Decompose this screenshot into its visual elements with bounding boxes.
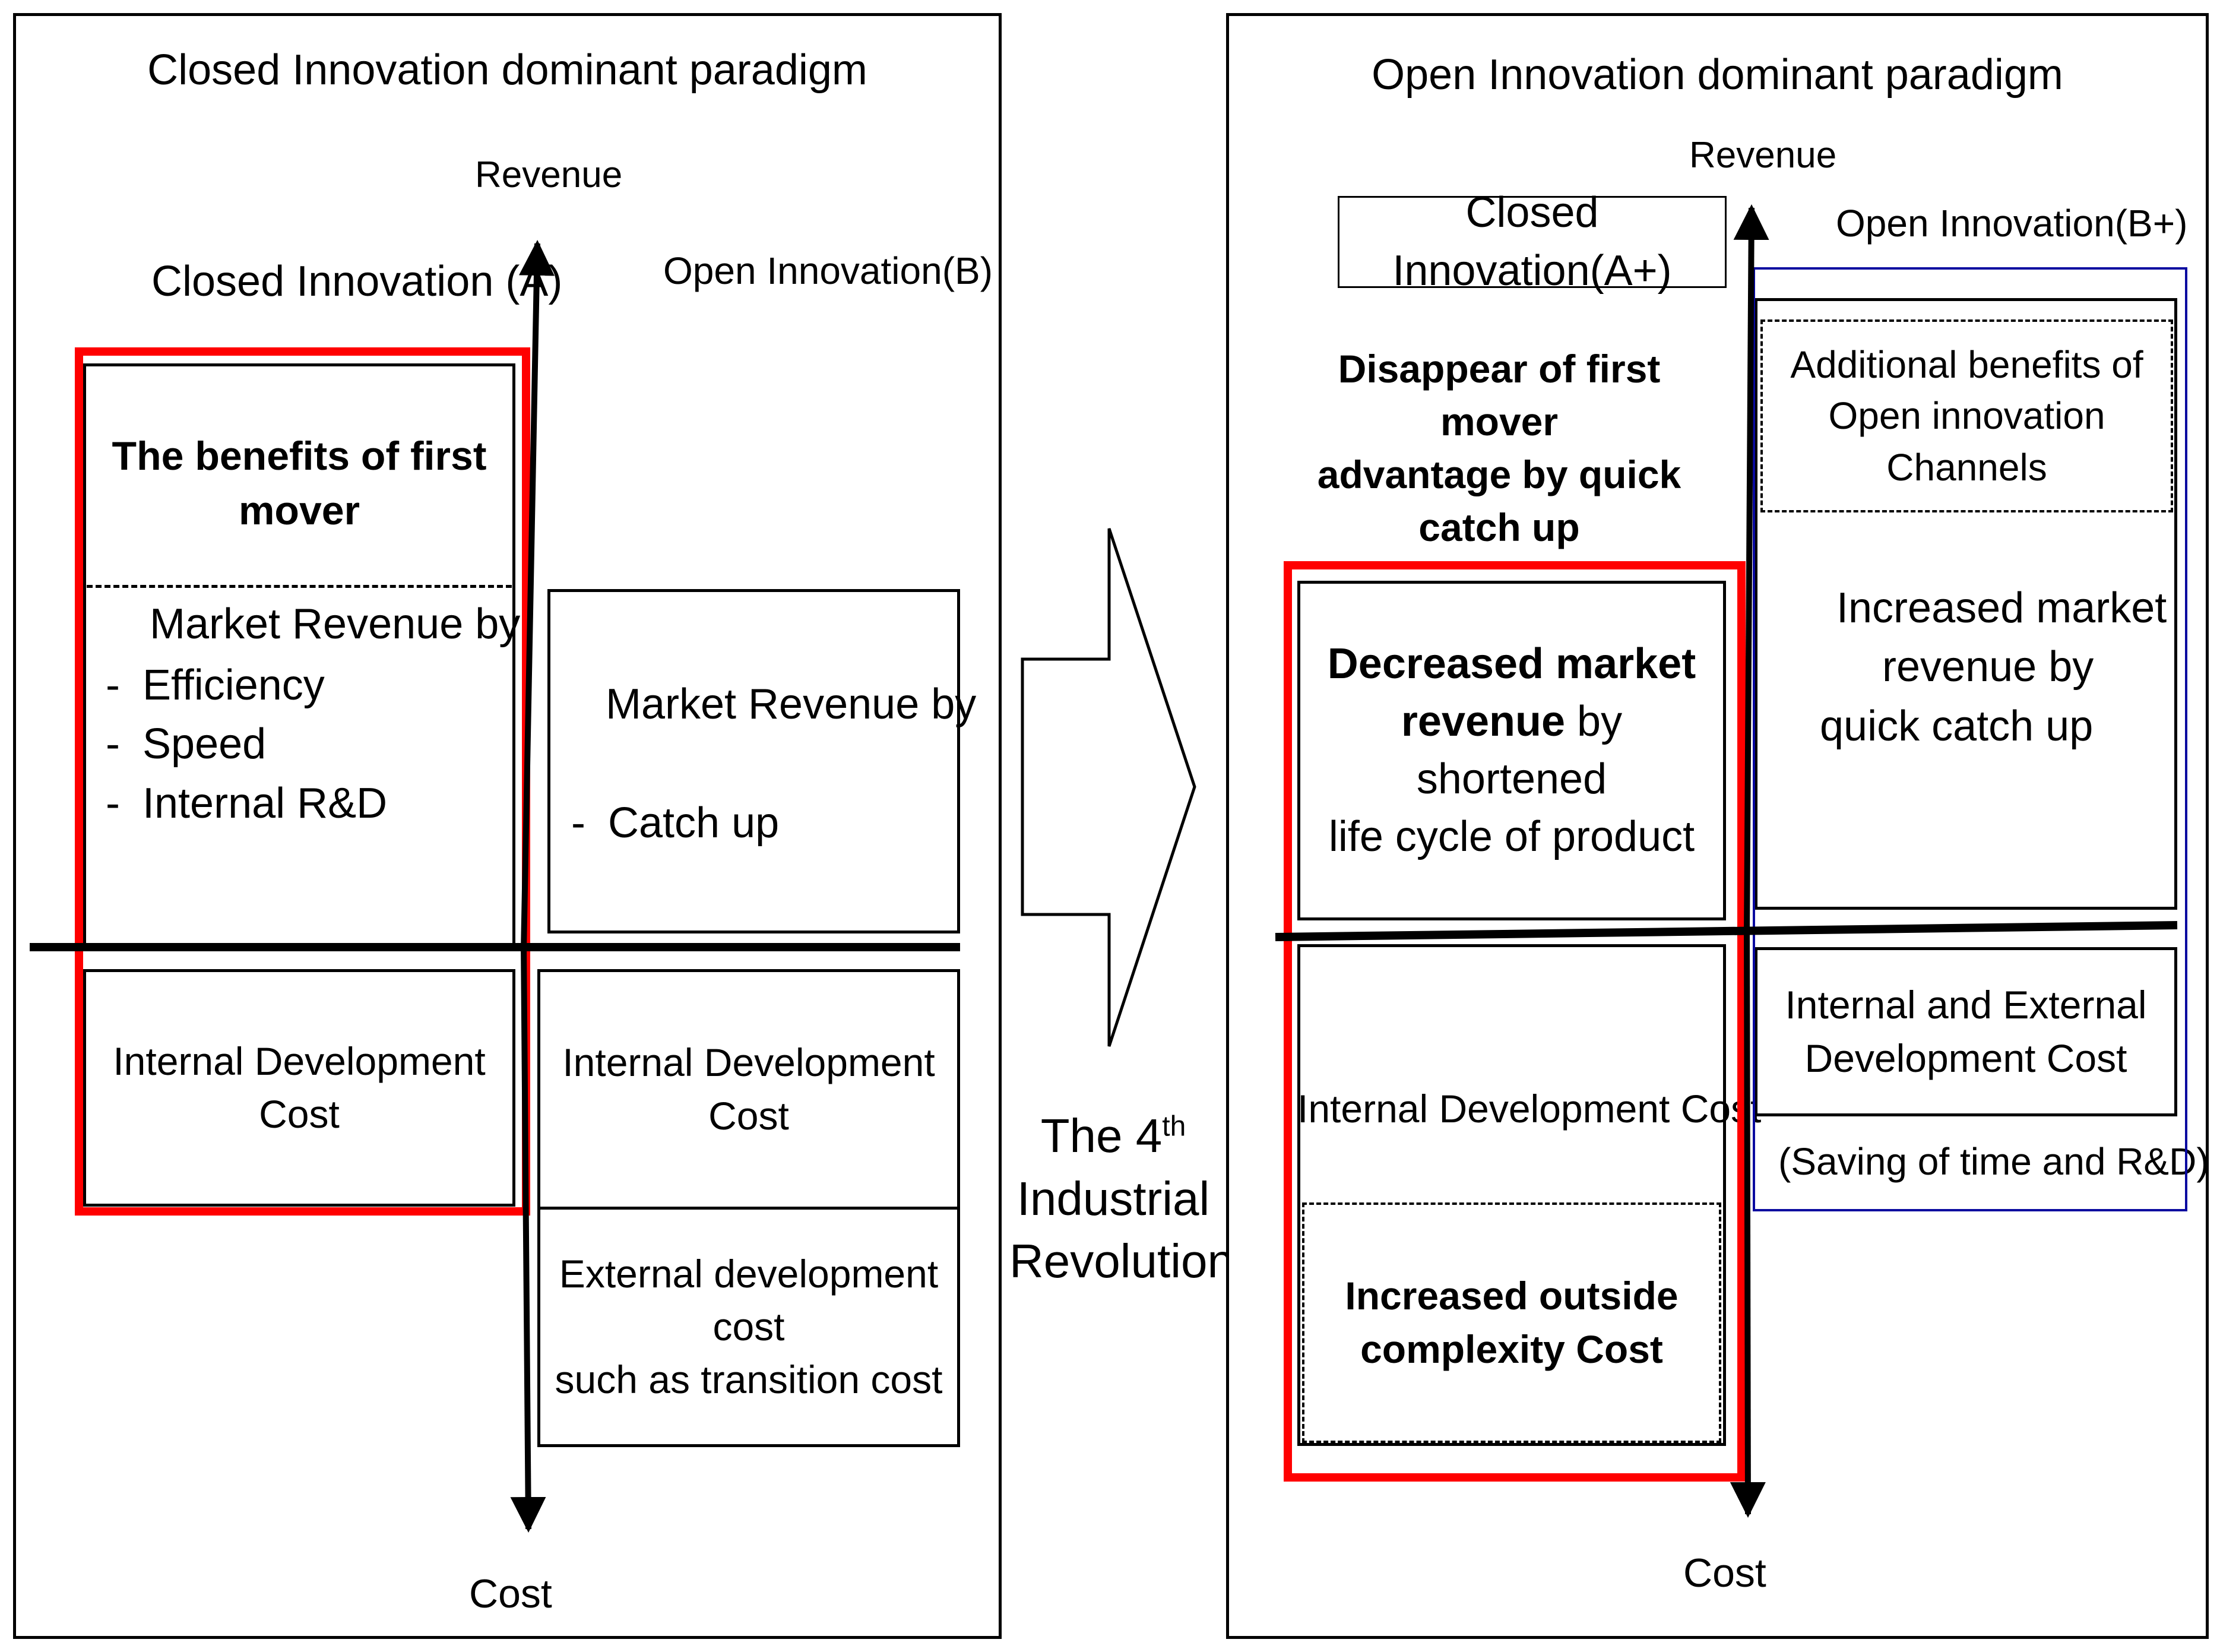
complexity-line-2: complexity Cost — [1360, 1327, 1663, 1371]
decreased-line-3: life cycle of product — [1328, 813, 1695, 861]
disappear-line-2: advantage by quick catch up — [1317, 452, 1681, 550]
closed-market-revenue-list: Efficiency Speed Internal R&D — [106, 656, 387, 833]
open-market-revenue-title: Market Revenue by — [606, 681, 977, 728]
first-mover-line-2: mover — [238, 488, 360, 533]
open-innovation-bplus-label: Open Innovation(B+) — [1836, 202, 2188, 245]
first-mover-divider — [87, 585, 512, 588]
additional-line-2: Open innovation Channels — [1828, 394, 2105, 489]
additional-line-1: Additional benefits of — [1790, 343, 2143, 386]
right-cost-axis-label: Cost — [1683, 1550, 1766, 1596]
closed-innovation-aplus-label-box: Closed Innovation(A+) — [1338, 189, 1727, 295]
first-mover-line-1: The benefits of first — [112, 433, 487, 479]
int-ext-line-2: Development Cost — [1804, 1036, 2127, 1080]
disappear-first-mover-text: Disappear of first mover advantage by qu… — [1277, 347, 1722, 549]
increased-line-2: revenue by — [1882, 643, 2094, 691]
external-cost-line-1: External development cost — [559, 1251, 939, 1349]
open-revenue-box — [547, 589, 960, 933]
right-cost-axis — [1730, 926, 1766, 1518]
open-paradigm-title: Open Innovation dominant paradigm — [1372, 51, 2063, 99]
increased-market-revenue-text: Increased market revenue by quick catch … — [1755, 579, 2177, 756]
additional-benefits-box: Additional benefits of Open innovation C… — [1760, 319, 2173, 512]
left-cost-axis — [510, 944, 546, 1533]
left-revenue-axis-label: Revenue — [475, 154, 623, 195]
right-revenue-axis-label: Revenue — [1689, 135, 1837, 176]
closed-internal-cost-text: Internal Development Cost — [113, 1039, 486, 1136]
external-cost-box: External development cost such as transi… — [537, 1207, 960, 1447]
open-internal-cost-box: Internal Development Cost — [537, 969, 960, 1210]
decreased-line-2: revenue by shortened — [1401, 697, 1623, 803]
external-cost-line-2: such as transition cost — [555, 1357, 943, 1402]
list-item-efficiency: Efficiency — [106, 656, 387, 715]
closed-paradigm-title: Closed Innovation dominant paradigm — [147, 46, 867, 94]
int-ext-line-1: Internal and External — [1785, 983, 2147, 1027]
open-internal-cost-text: Internal Development Cost — [562, 1040, 935, 1138]
increased-line-1: Increased market — [1836, 584, 2167, 632]
open-market-revenue-list: Catch up — [571, 796, 779, 852]
internal-external-cost-box: Internal and External Development Cost — [1755, 947, 2177, 1116]
list-item-speed: Speed — [106, 715, 387, 774]
revolution-line-1: The 4th — [1040, 1109, 1186, 1162]
right-internal-cost-text: Internal Development Cost — [1297, 1087, 1762, 1131]
closed-market-revenue-title: Market Revenue by — [150, 600, 521, 648]
decreased-market-revenue-box: Decreased market revenue by shortened li… — [1297, 581, 1726, 920]
disappear-line-1: Disappear of first mover — [1338, 346, 1661, 444]
left-cost-axis-label: Cost — [469, 1571, 552, 1616]
decreased-line-1: Decreased market — [1327, 640, 1696, 688]
left-closed-innovation-label: Closed Innovation (A) — [151, 258, 563, 305]
saving-time-rd-text: (Saving of time and R&D) — [1778, 1140, 2209, 1183]
left-revenue-axis — [518, 240, 555, 951]
complexity-line-1: Increased outside — [1345, 1274, 1679, 1318]
right-horizontal-axis — [1275, 921, 2178, 941]
list-item-internal-rd: Internal R&D — [106, 774, 387, 833]
left-open-innovation-label: Open Innovation(B) — [663, 249, 993, 292]
list-item-catch-up: Catch up — [571, 796, 779, 852]
closed-innovation-aplus-label: Closed Innovation(A+) — [1392, 189, 1672, 295]
right-revenue-axis — [1733, 204, 1769, 933]
transition-arrow — [1021, 528, 1196, 1047]
fourth-industrial-revolution-label: The 4th Industrial Revolution — [1009, 1105, 1234, 1293]
revolution-line-2: Industrial — [1016, 1172, 1210, 1225]
increased-line-3: quick catch up — [1820, 702, 2094, 750]
revolution-line-3: Revolution — [1009, 1235, 1234, 1288]
outside-complexity-cost-box: Increased outside complexity Cost — [1302, 1202, 1721, 1443]
closed-internal-cost-box: Internal Development Cost — [83, 969, 515, 1207]
first-mover-benefits-text: The benefits of first mover — [83, 404, 515, 564]
